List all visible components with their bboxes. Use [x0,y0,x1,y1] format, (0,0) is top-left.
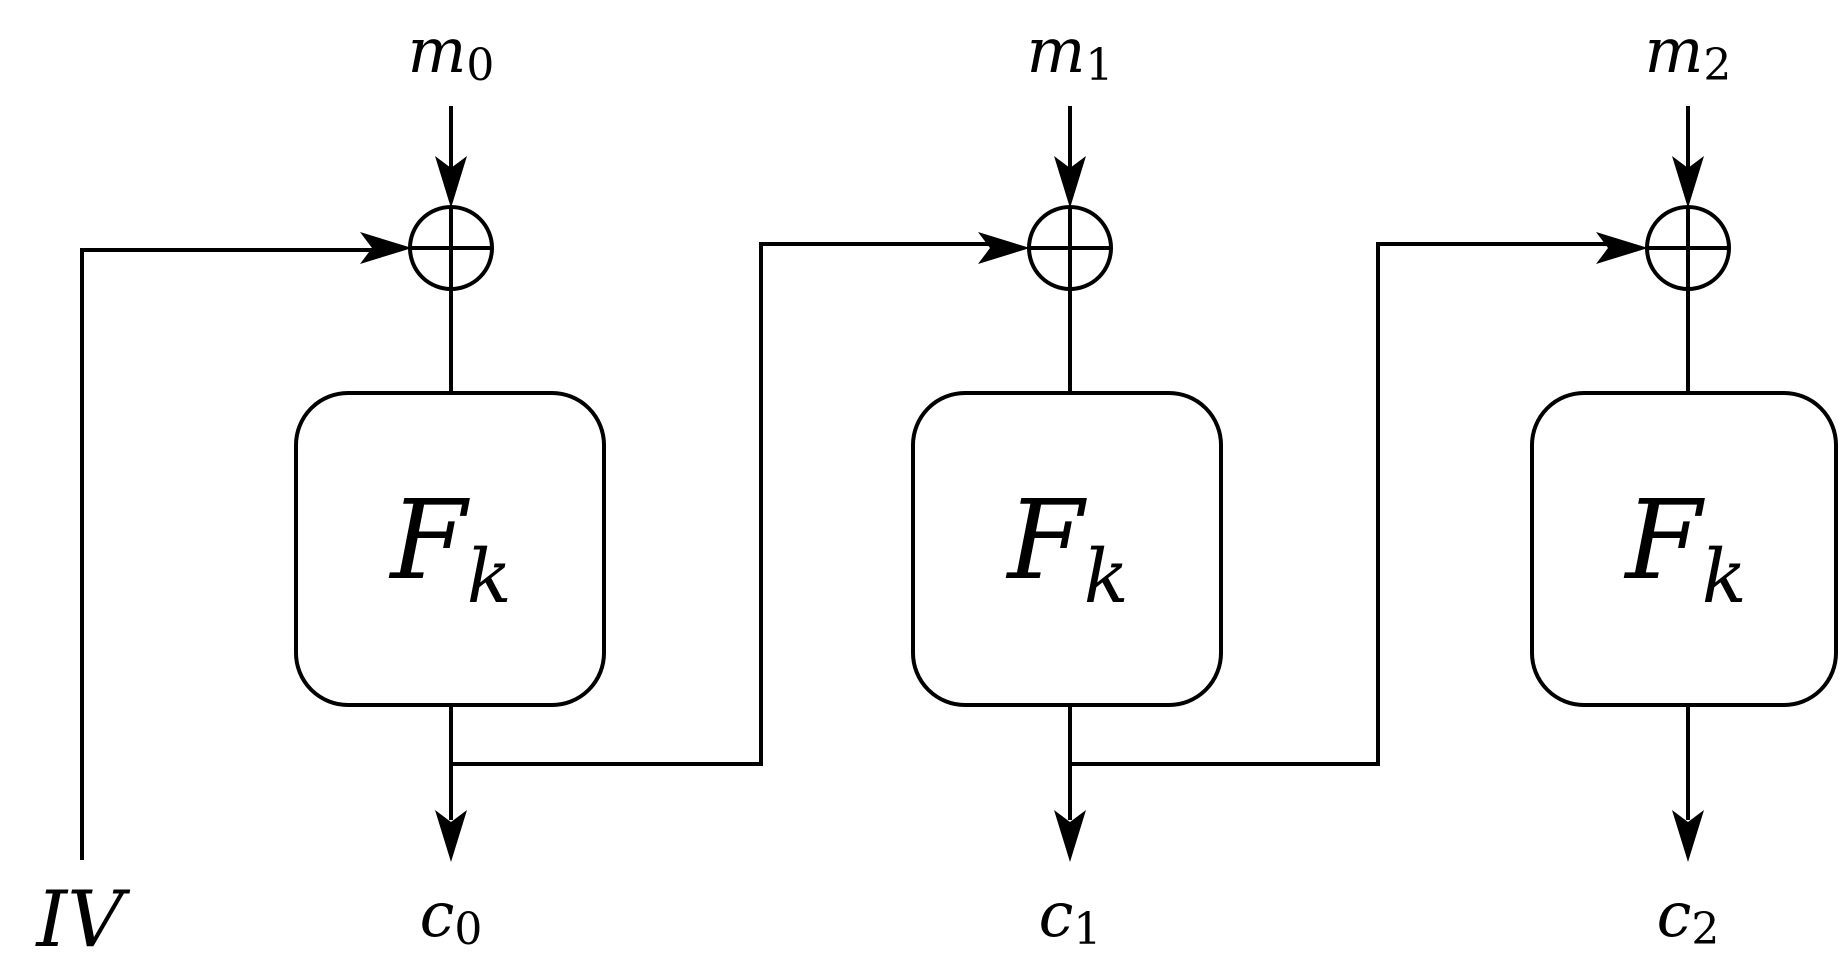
iv-wire [80,248,372,860]
chain-wire-0-to-1 [451,242,990,766]
ciphertext-arrowhead-2 [1672,810,1704,862]
message-arrowhead-2 [1672,156,1704,208]
iv-arrowhead [360,232,412,264]
block-0: m0 Fk c0 [294,14,606,955]
block-cipher-label-2: Fk [1623,476,1746,620]
chain-arrowhead-0-to-1 [978,232,1030,264]
message-label-0: m0 [408,14,495,91]
block-cipher-box-2 [1530,391,1838,707]
message-arrowhead-1 [1054,156,1086,208]
message-arrowhead-0 [435,156,467,208]
block-1: m1 Fk c1 [911,14,1223,955]
block-2: m2 Fk c2 [1530,14,1838,955]
chain-wire-1-to-2 [1070,242,1608,766]
xor-operator-1 [1027,205,1113,291]
ciphertext-arrowhead-1 [1054,810,1086,862]
ciphertext-arrowhead-0 [435,810,467,862]
xor-operator-2 [1645,205,1731,291]
block-cipher-label-0: Fk [388,476,511,620]
message-label-2: m2 [1645,14,1732,91]
ciphertext-label-0: c0 [420,878,483,955]
block-cipher-label-1: Fk [1005,476,1128,620]
xor-operator-0 [408,205,494,291]
chain-arrowhead-1-to-2 [1596,232,1648,264]
ciphertext-label-1: c1 [1039,878,1102,955]
iv-label: IV [34,875,130,965]
block-cipher-box-1 [911,391,1223,707]
message-label-1: m1 [1027,14,1114,91]
ciphertext-label-2: c2 [1657,878,1720,955]
